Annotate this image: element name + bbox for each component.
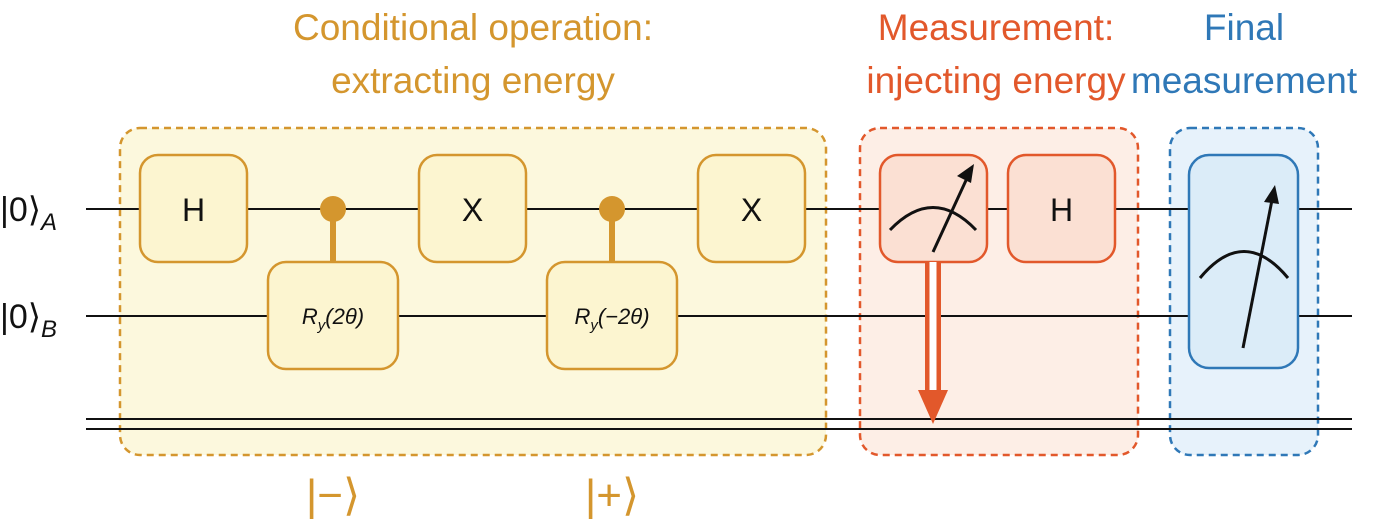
- final-meter-icon: [1187, 153, 1300, 370]
- ry-gate-2-label: Ry(−2θ): [574, 304, 649, 334]
- conditional-title-line2: extracting energy: [331, 60, 615, 101]
- qubit-a-sub: A: [39, 209, 57, 236]
- qubit-a-ket: |0⟩: [0, 191, 41, 229]
- h-gate-2-label: H: [1050, 192, 1073, 228]
- x-gate-1: X: [417, 153, 528, 264]
- x-gate-1-label: X: [462, 192, 483, 228]
- x-gate-2-label: X: [741, 192, 762, 228]
- measurement-title-line1: Measurement:: [878, 7, 1115, 48]
- qubit-b-ket: |0⟩: [0, 298, 41, 336]
- measurement-meter-icon: [878, 153, 989, 264]
- ry-gate-2: Ry(−2θ): [545, 260, 679, 371]
- qubit-b-label: |0⟩B: [0, 298, 57, 343]
- conditional-title-line1: Conditional operation:: [293, 7, 653, 48]
- h-gate-1-label: H: [182, 192, 205, 228]
- ry-gate-1-label: Ry(2θ): [302, 304, 364, 334]
- ry-gate-1: Ry(2θ): [266, 260, 400, 371]
- qubit-b-sub: B: [41, 316, 57, 343]
- classical-feed-arrow: [918, 262, 948, 424]
- final-title-line1: Final: [1204, 7, 1284, 48]
- plus-state-label: |+⟩: [585, 471, 639, 520]
- h-gate-2: H: [1006, 153, 1117, 264]
- x-gate-2: X: [696, 153, 807, 264]
- final-title-line2: measurement: [1131, 60, 1358, 101]
- control-dot-2: [599, 196, 625, 222]
- h-gate-1: H: [138, 153, 249, 264]
- minus-state-label: |−⟩: [306, 471, 360, 520]
- control-dot-1: [320, 196, 346, 222]
- measurement-title-line2: injecting energy: [866, 60, 1126, 101]
- qubit-a-label: |0⟩A: [0, 191, 57, 236]
